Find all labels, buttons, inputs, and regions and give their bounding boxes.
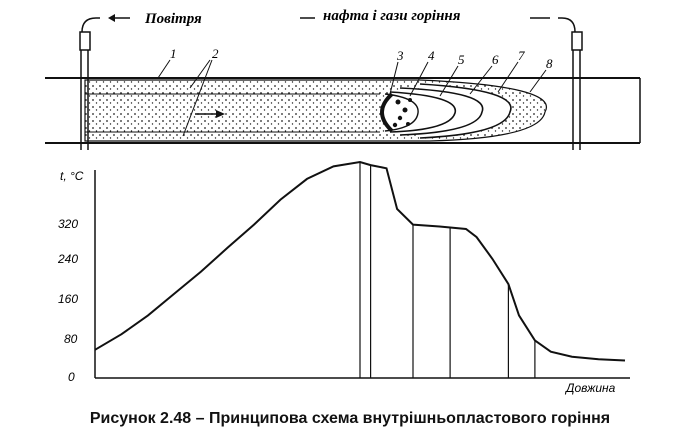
zone-divider-lines — [359, 162, 536, 378]
air-label: Повітря — [144, 11, 202, 27]
y-tick-160: 160 — [58, 292, 78, 306]
y-axis-symbol: t, °C — [60, 169, 84, 183]
temperature-curve — [94, 160, 626, 362]
injection-well — [79, 31, 91, 150]
zone-number-3: 3 — [396, 48, 404, 63]
flow-bracket-right — [558, 17, 576, 33]
reservoir-schematic: Повітря нафта і гази горіння 1 2 3 4 5 6… — [45, 8, 641, 150]
x-axis-label: Довжина — [564, 381, 616, 395]
oil-gas-label: нафта і гази горіння — [323, 8, 461, 24]
y-tick-240: 240 — [57, 252, 78, 266]
flow-arrow-left-head — [108, 14, 115, 22]
zone-front-4 — [384, 93, 419, 132]
coke-particles — [392, 98, 412, 128]
figure-caption: Рисунок 2.48 – Принципова схема внутрішн… — [89, 410, 611, 427]
zone-number-5: 5 — [458, 52, 465, 67]
combustion-front — [380, 92, 394, 133]
zone-number-4: 4 — [428, 48, 435, 63]
zone-number-6: 6 — [492, 52, 499, 67]
production-well — [571, 31, 583, 150]
y-tick-320: 320 — [58, 217, 78, 231]
y-tick-80: 80 — [64, 332, 78, 346]
y-tick-0: 0 — [68, 370, 75, 384]
zone-number-1: 1 — [170, 46, 177, 61]
temperature-chart: t, °C Довжина 0 80 160 240 320 — [57, 160, 630, 395]
zone-number-7: 7 — [518, 48, 525, 63]
zone-number-2: 2 — [212, 46, 219, 61]
flow-bracket-left — [81, 17, 100, 33]
zone-number-labels: 1 2 3 4 5 6 7 8 — [157, 46, 553, 137]
zone-number-8: 8 — [546, 56, 553, 71]
